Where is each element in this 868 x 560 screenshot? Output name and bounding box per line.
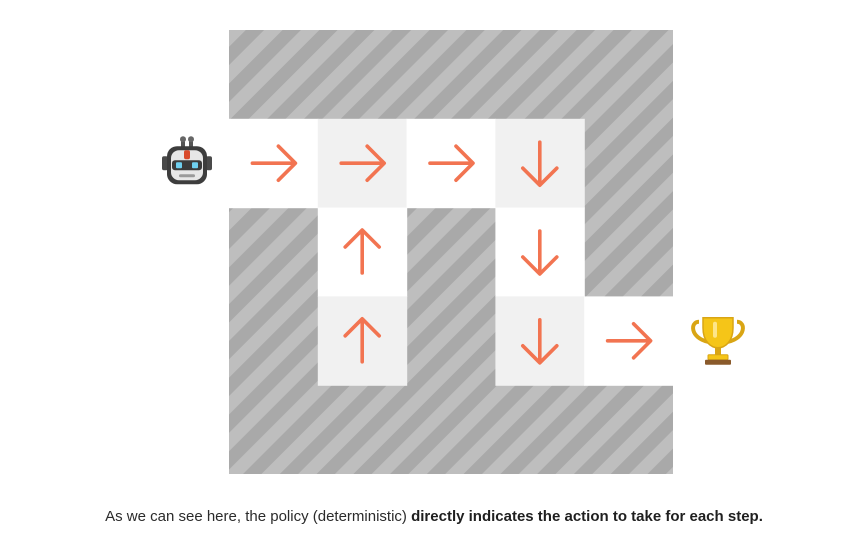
arrow-up-icon — [343, 316, 382, 364]
arrow-right-icon — [250, 144, 298, 182]
arrow-right-icon — [605, 321, 653, 360]
policy-arrows — [250, 140, 653, 365]
arrow-right-icon — [428, 144, 475, 182]
arrow-down-icon — [520, 140, 559, 187]
trophy-icon — [691, 317, 745, 365]
policy-grid-diagram — [162, 30, 745, 474]
robot-icon — [162, 136, 212, 185]
arrow-down-icon — [520, 229, 559, 276]
caption-normal-text: As we can see here, the policy (determin… — [105, 508, 412, 525]
maze-walls — [229, 30, 673, 474]
caption-bold-text: directly indicates the action to take fo… — [411, 508, 763, 525]
arrow-up-icon — [343, 228, 382, 275]
arrow-right-icon — [339, 144, 387, 182]
figure-caption: As we can see here, the policy (determin… — [0, 508, 868, 525]
arrow-down-icon — [520, 317, 559, 365]
